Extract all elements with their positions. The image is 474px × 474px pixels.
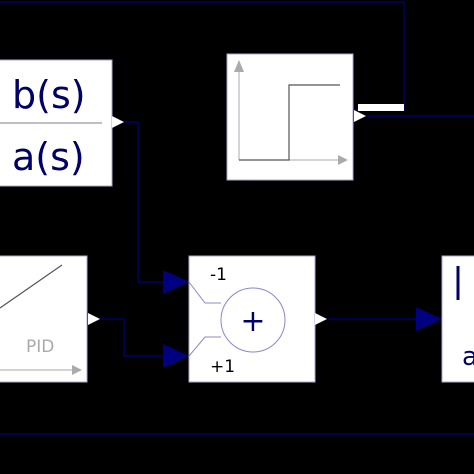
step-output-port[interactable] [354, 110, 366, 122]
sum-sign-bottom: +1 [210, 357, 235, 377]
sum-sign-top: -1 [210, 265, 227, 285]
pid-block[interactable]: PID [0, 255, 88, 383]
pid-label: PID [26, 337, 54, 357]
tf-output-port[interactable] [112, 116, 124, 128]
right-block-partial-text: a [462, 342, 474, 372]
sum-symbol: + [240, 304, 265, 339]
wire-pid-to-sum [100, 318, 165, 357]
step-function-icon [234, 60, 348, 165]
sum-block[interactable]: + -1 +1 [188, 255, 316, 383]
sum-output-port[interactable] [315, 313, 327, 325]
pid-ramp-line [0, 264, 63, 309]
wire-tf-to-sum [124, 121, 165, 283]
tf-denominator: a(s) [12, 135, 85, 179]
sum-input-top-line [188, 281, 221, 304]
transfer-function-block[interactable]: b(s) a(s) [0, 59, 113, 187]
right-block-input-arrowhead [416, 307, 442, 331]
step-block[interactable] [226, 53, 354, 181]
tf-numerator: b(s) [12, 73, 86, 117]
pid-output-port[interactable] [88, 313, 100, 325]
step-resize-handle[interactable] [358, 104, 404, 111]
pid-axis-arrow [72, 365, 82, 375]
sum-input-bottom-arrowhead [163, 344, 189, 368]
sum-circle [220, 287, 286, 353]
right-block[interactable]: a [441, 255, 474, 383]
sum-input-top-arrowhead [163, 270, 189, 294]
sum-input-bottom-line [188, 336, 221, 357]
